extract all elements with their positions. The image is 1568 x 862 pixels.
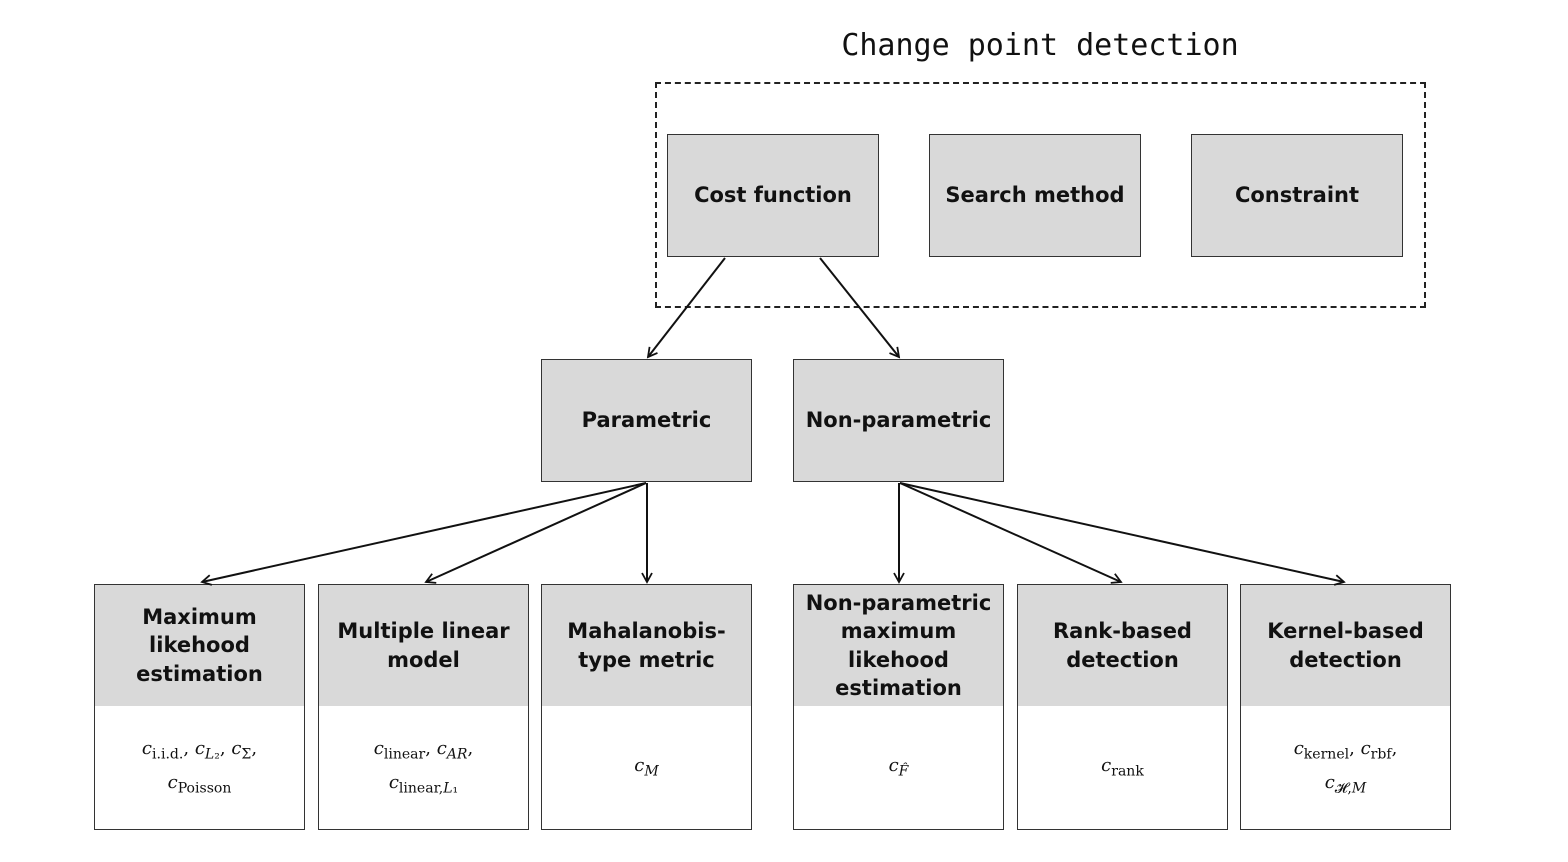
edge-parametric-to-mle — [200, 482, 647, 586]
edge-nonparametric-to-rank — [899, 482, 1123, 584]
node-multiple-linear-model: Multiple linear model — [318, 584, 529, 707]
node-non-parametric-label: Non-parametric — [805, 408, 992, 433]
node-parametric: Parametric — [541, 359, 752, 482]
cost-formula: clinear, cAR,clinear,L₁ — [373, 738, 474, 797]
node-nonparametric-mle: Non-parametric maximum likehood estimati… — [793, 584, 1004, 707]
cost-formula: ckernel, crbf,c𝓗,M — [1293, 738, 1398, 797]
edge-cost-to-parametric — [646, 257, 726, 359]
diagram-title: Change point detection — [841, 28, 1239, 63]
node-non-parametric: Non-parametric — [793, 359, 1004, 482]
leaf-label: Mahalanobis-type metric — [567, 619, 726, 672]
node-search-method-label: Search method — [945, 183, 1125, 208]
leaf-label: Kernel-based detection — [1267, 619, 1424, 672]
edge-nonparametric-to-kernel — [899, 482, 1346, 586]
cost-formula: cF̂ — [888, 754, 909, 780]
edge-cost-to-nonparametric — [819, 257, 901, 359]
node-search-method: Search method — [929, 134, 1141, 257]
node-constraint: Constraint — [1191, 134, 1403, 257]
costs-nonparametric-mle: cF̂ — [793, 706, 1004, 830]
leaf-label: Multiple linear model — [337, 619, 510, 672]
edge-parametric-to-linear — [424, 482, 647, 584]
node-cost-function: Cost function — [667, 134, 879, 257]
change-point-group — [655, 82, 1426, 308]
costs-maximum-likelihood: ci.i.d., cL₂, cΣ,cPoisson — [94, 706, 305, 830]
node-cost-function-label: Cost function — [694, 183, 852, 208]
cost-formula: cM — [634, 754, 659, 780]
node-mahalanobis-metric: Mahalanobis-type metric — [541, 584, 752, 707]
leaf-label: Rank-based detection — [1053, 619, 1192, 672]
cost-formula: ci.i.d., cL₂, cΣ,cPoisson — [141, 738, 258, 797]
costs-rank-based: crank — [1017, 706, 1228, 830]
leaf-label: Maximum likehood estimation — [136, 604, 263, 686]
leaf-label: Non-parametric maximum likehood estimati… — [805, 590, 992, 700]
costs-multiple-linear-model: clinear, cAR,clinear,L₁ — [318, 706, 529, 830]
cost-formula: crank — [1101, 754, 1144, 780]
node-parametric-label: Parametric — [581, 408, 712, 433]
node-kernel-based: Kernel-based detection — [1240, 584, 1451, 707]
node-constraint-label: Constraint — [1234, 183, 1360, 208]
costs-kernel-based: ckernel, crbf,c𝓗,M — [1240, 706, 1451, 830]
node-rank-based: Rank-based detection — [1017, 584, 1228, 707]
costs-mahalanobis-metric: cM — [541, 706, 752, 830]
